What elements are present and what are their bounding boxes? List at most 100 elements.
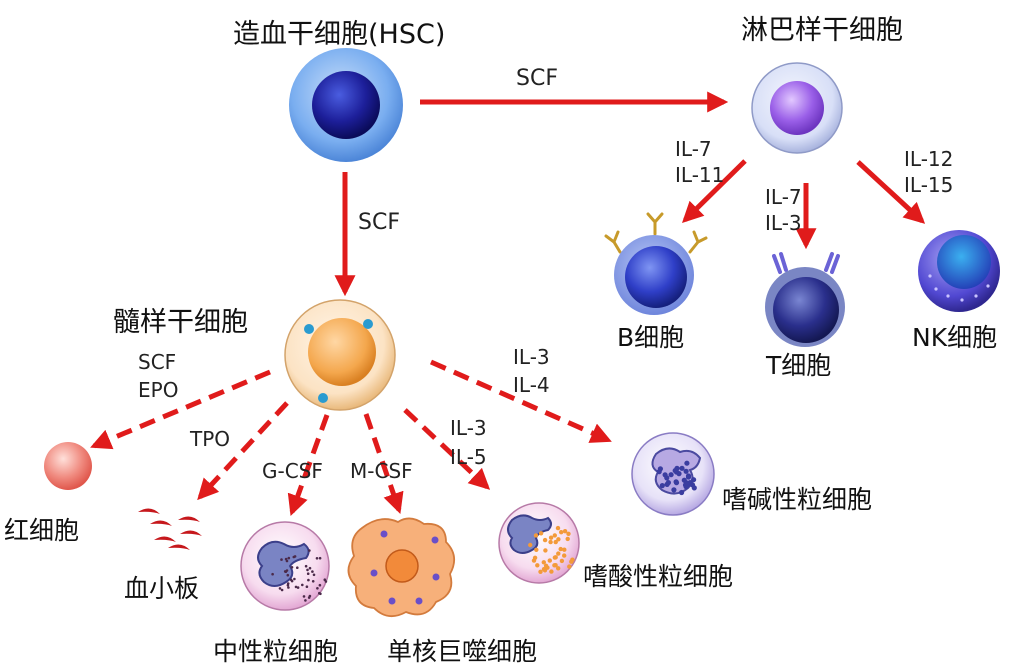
arrow-myeloid-to-monocyte [363, 413, 404, 514]
granule [535, 563, 540, 568]
granule [312, 573, 316, 577]
rbc-cell [44, 442, 92, 490]
granule [294, 585, 298, 589]
granule [566, 531, 571, 536]
granule [679, 489, 685, 496]
granule [556, 566, 561, 571]
granule [306, 568, 309, 572]
granule [556, 537, 561, 542]
granule [316, 587, 319, 590]
cytokine-b-1: IL-7 [675, 137, 712, 161]
granule [287, 556, 291, 560]
granule [301, 583, 304, 587]
granule [305, 585, 309, 588]
granule [683, 468, 689, 474]
granule [552, 563, 557, 568]
cytokine-hsc-to-myeloid: SCF [358, 210, 400, 235]
granule [683, 480, 689, 486]
granule [531, 558, 537, 563]
granule [549, 569, 554, 574]
granule [538, 531, 544, 536]
cytokine-monocyte: M-CSF [350, 459, 413, 483]
cytokine-baso-1: IL-3 [513, 345, 550, 369]
eosinophil-cell [498, 502, 580, 584]
granule [528, 542, 533, 548]
granule [315, 557, 319, 560]
neutrophil-cell [240, 521, 330, 611]
granule [570, 557, 575, 562]
granule [673, 480, 680, 486]
granule [304, 564, 308, 568]
granule [534, 547, 539, 552]
lymphoid-stem-cell [751, 62, 843, 154]
granule [308, 566, 312, 570]
granule [306, 572, 310, 575]
granule [555, 525, 561, 531]
granule [664, 475, 670, 481]
granule [287, 586, 290, 589]
granule [307, 578, 310, 582]
cytokine-t-2: IL-3 [765, 211, 802, 235]
granule [562, 553, 567, 558]
granule [296, 586, 300, 589]
b-cell-label: B细胞 [617, 323, 685, 352]
granule [280, 588, 284, 592]
granule [271, 572, 274, 576]
granule [562, 547, 567, 552]
granule [685, 474, 692, 480]
cytokine-neutrophil: G-CSF [262, 459, 323, 483]
granule [280, 558, 283, 561]
cytokine-rbc-1: SCF [138, 350, 177, 374]
granule [556, 551, 561, 556]
granule [324, 580, 328, 583]
granule [538, 569, 543, 574]
t-cell [765, 252, 845, 347]
granule [311, 580, 315, 583]
myeloid-stem-label: 髓样干细胞 [113, 307, 248, 338]
neutrophil-label: 中性粒细胞 [213, 637, 339, 666]
arrow-lymphoid-to-nk [856, 160, 926, 224]
granule [565, 536, 570, 542]
nk-cell-label: NK细胞 [912, 323, 998, 352]
granule [657, 466, 664, 472]
granule [308, 594, 312, 598]
hsc-label: 造血干细胞(HSC) [233, 19, 446, 50]
granule [562, 529, 568, 534]
granule [691, 477, 697, 483]
granule [318, 556, 322, 560]
monocyte-label: 单核巨噬细胞 [387, 637, 538, 666]
granule [559, 530, 564, 535]
granule [552, 555, 558, 560]
granule [684, 460, 690, 466]
granule [671, 487, 677, 493]
granule [304, 599, 307, 602]
granule [302, 595, 306, 598]
nk-cell [918, 230, 1000, 312]
granule [541, 560, 546, 565]
arrow-lymphoid-to-b [682, 159, 747, 223]
cytokine-eos-1: IL-3 [450, 416, 487, 440]
granule [567, 564, 572, 569]
granule [311, 570, 314, 573]
granule [533, 533, 539, 538]
cytokine-nk-1: IL-12 [904, 147, 954, 171]
granule [548, 539, 553, 545]
granule [676, 471, 682, 477]
granule [689, 482, 696, 488]
granule [290, 566, 294, 569]
b-cell [604, 212, 708, 315]
granule [543, 548, 548, 553]
basophil-cell [631, 432, 715, 516]
granule [679, 465, 685, 471]
eosinophil-label: 嗜酸性粒细胞 [583, 562, 734, 591]
platelets [138, 508, 202, 550]
granule [284, 557, 288, 561]
granule [319, 592, 322, 596]
cytokine-hsc-to-lymph: SCF [516, 66, 558, 91]
arrow-myeloid-to-eosinophil [403, 408, 491, 490]
cytokine-rbc-2: EPO [138, 378, 179, 402]
myeloid-stem-cell [284, 299, 396, 411]
granule [558, 546, 563, 552]
granule [543, 563, 549, 568]
cytokine-baso-2: IL-4 [513, 373, 550, 397]
